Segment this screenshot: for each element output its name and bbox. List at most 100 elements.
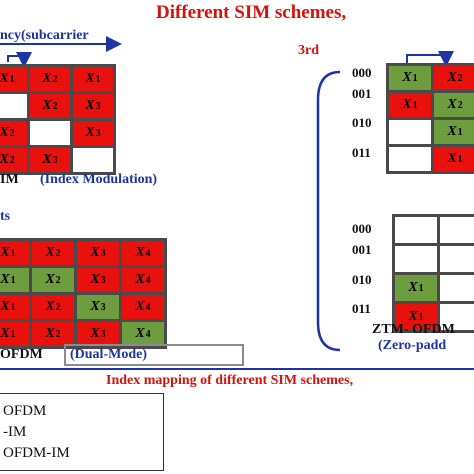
- grid-cell: [440, 304, 474, 330]
- symbol-letter: X: [85, 98, 95, 113]
- symbol-letter: X: [0, 125, 9, 140]
- symbol-index: 2: [55, 301, 61, 313]
- symbol-index: 1: [418, 282, 424, 294]
- bit-index-label: 010: [352, 272, 372, 287]
- legend-item-ofdm: OFDM: [3, 403, 47, 419]
- symbol-letter: X: [90, 299, 100, 314]
- grid-cell: [389, 120, 431, 144]
- subcarrier-axis-label: ncy(subcarrier: [0, 28, 89, 43]
- footer-caption: Index mapping of different SIM schemes,: [106, 373, 354, 388]
- symbol-index: 2: [9, 127, 15, 139]
- ts-label: ts: [0, 209, 11, 224]
- symbol-index: 3: [52, 154, 58, 166]
- bit-index-label: 011: [352, 301, 371, 316]
- grid-cell: [440, 246, 474, 272]
- symbol-index: 3: [100, 274, 106, 286]
- symbol-index: 3: [95, 127, 101, 139]
- legend-box: OFDM -IM OFDM-IM: [0, 393, 164, 471]
- symbol-letter: X: [0, 71, 9, 86]
- grid-cell: [395, 217, 437, 243]
- top-left-swap-arrow: [7, 52, 32, 68]
- dm-ofdm-label: OFDM: [0, 347, 43, 362]
- symbol-letter: X: [447, 70, 457, 85]
- symbol-letter: X: [90, 245, 100, 260]
- symbol-index: 2: [457, 99, 463, 111]
- ztm-ofdm-label: ZTM- OFDM: [372, 322, 455, 337]
- symbol-letter: X: [447, 97, 457, 112]
- symbol-index: 1: [95, 73, 101, 85]
- symbol-index: 4: [145, 274, 151, 286]
- symbol-letter: X: [45, 299, 55, 314]
- symbol-letter: X: [45, 326, 55, 341]
- symbol-letter: X: [0, 152, 9, 167]
- symbol-letter: X: [402, 70, 412, 85]
- grid-cell: [30, 121, 70, 145]
- symbol-letter: X: [90, 272, 100, 287]
- symbol-index: 1: [457, 126, 463, 138]
- symbol-letter: X: [0, 245, 10, 260]
- symbol-index: 2: [52, 73, 58, 85]
- symbol-index: 4: [145, 301, 151, 313]
- grid-cell: [395, 246, 437, 272]
- bit-index-label: 010: [352, 115, 372, 130]
- symbol-index: 1: [412, 99, 418, 111]
- bit-index-label: 000: [352, 65, 372, 80]
- bit-index-label: 011: [352, 145, 371, 160]
- index-modulation-label: (Index Modulation): [40, 172, 158, 187]
- symbol-index: 1: [418, 311, 424, 323]
- symbol-letter: X: [0, 326, 10, 341]
- symbol-index: 2: [457, 72, 463, 84]
- grid-cell: [440, 275, 474, 301]
- symbol-index: 3: [100, 328, 106, 340]
- symbol-index: 1: [9, 73, 15, 85]
- symbol-letter: X: [135, 272, 145, 287]
- symbol-index: 2: [55, 274, 61, 286]
- symbol-letter: X: [42, 152, 52, 167]
- symbol-index: 1: [10, 274, 16, 286]
- symbol-index: 1: [10, 328, 16, 340]
- symbol-letter: X: [90, 326, 100, 341]
- third-scheme-label: 3rd: [298, 43, 319, 58]
- bit-index-label: 001: [352, 86, 372, 101]
- symbol-letter: X: [45, 245, 55, 260]
- grid-cell: [440, 217, 474, 243]
- symbol-letter: X: [42, 98, 52, 113]
- symbol-index: 4: [145, 247, 151, 259]
- symbol-letter: X: [42, 71, 52, 86]
- symbol-index: 1: [10, 301, 16, 313]
- symbol-letter: X: [0, 272, 10, 287]
- symbol-index: 2: [9, 154, 15, 166]
- symbol-index: 1: [10, 247, 16, 259]
- symbol-letter: X: [0, 299, 10, 314]
- symbol-index: 2: [55, 247, 61, 259]
- symbol-letter: X: [408, 280, 418, 295]
- grid-cell: [0, 94, 27, 118]
